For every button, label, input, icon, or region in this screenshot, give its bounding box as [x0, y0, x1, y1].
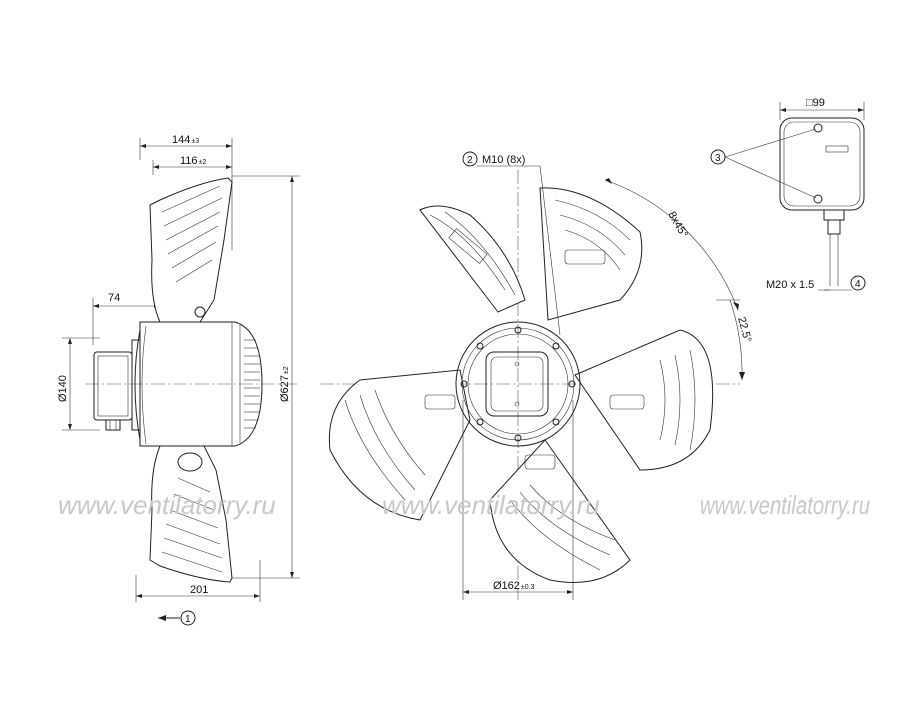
dim-terminal-offset: 74 [108, 292, 120, 304]
terminal-box-view: □99 3 M20 x 1.5 4 [710, 97, 866, 291]
dim-hub-diameter: Ø162±0.3 [493, 580, 535, 592]
dim-fan-diameter: Ø627±2 [279, 366, 291, 402]
mount-holes [460, 326, 576, 442]
dim-box-size: □99 [806, 97, 825, 109]
callout-3: 3 [715, 153, 721, 164]
watermark-text-2: www.ventilatorry.ru [382, 490, 600, 520]
dim-box-diameter: Ø140 [57, 375, 69, 402]
dim-depth-inner: 116±2 [180, 155, 206, 167]
front-view: 2 M10 (8x) 8x45° 22.5° Ø162±0.3 [320, 151, 753, 600]
dim-mount-thread: M10 (8x) [482, 154, 525, 166]
fan-blade-2 [539, 187, 643, 321]
fan-blade-4 [489, 439, 631, 583]
callout-4: 4 [855, 279, 861, 290]
callout-1: 1 [185, 614, 191, 625]
callout-2: 2 [467, 155, 473, 166]
fan-blade-5 [328, 369, 471, 521]
watermark: www.ventilatorry.ru www.ventilatorry.ru … [58, 490, 870, 520]
motor-fins [244, 339, 260, 429]
side-view: 144±3 116±2 74 Ø140 Ø627±2 201 [57, 134, 300, 626]
fan-blade-3 [574, 329, 714, 471]
dim-cable-gland: M20 x 1.5 [766, 279, 814, 291]
fan-blade-1 [419, 205, 526, 313]
dim-angle-division: 8x45° [665, 210, 690, 240]
dim-overall-depth: 201 [190, 584, 208, 596]
dim-depth-total: 144±3 [172, 134, 199, 146]
watermark-text-1: www.ventilatorry.ru [58, 490, 276, 520]
watermark-text-3: www.ventilatorry.ru [700, 490, 870, 520]
